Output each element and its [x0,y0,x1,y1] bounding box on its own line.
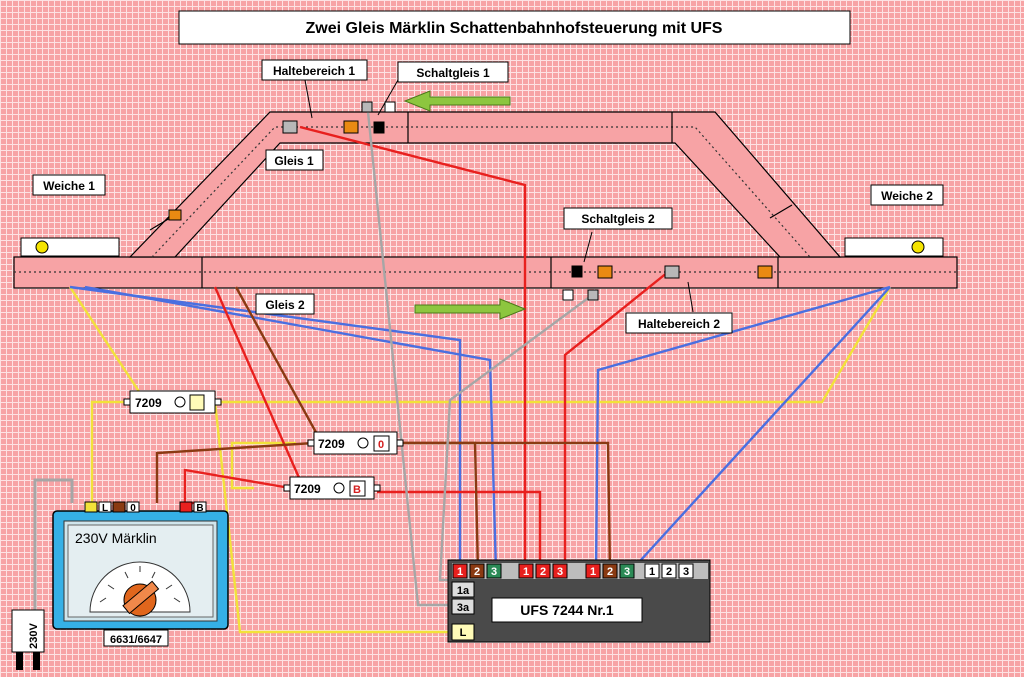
ufs-terminal: 1 [590,566,596,578]
mains-plug: 230V [11,609,45,670]
label-weiche-1-text: Weiche 1 [43,179,95,193]
label-gleis-2: Gleis 2 [255,293,315,315]
title-box: Zwei Gleis Märklin Schattenbahnhofsteuer… [178,10,851,45]
ufs-terminal: 2 [474,566,480,578]
label-haltebereich-1: Haltebereich 1 [261,59,368,81]
label-gleis-1-text: Gleis 1 [274,154,314,168]
track-layout [13,111,958,289]
label-weiche-2: Weiche 2 [870,184,944,206]
wires [33,111,892,634]
label-schaltgleis-2-text: Schaltgleis 2 [581,212,655,226]
ufs-terminal: 3 [624,566,630,578]
ufs-title: UFS 7244 Nr.1 [520,602,614,618]
signal-lamp-icon [35,240,49,254]
relay-7209-b: 7209 0 [307,431,404,455]
transformer-name: 230V Märklin [75,530,157,546]
ufs-terminal: 3 [683,566,689,578]
weiche2-drive [844,237,944,257]
label-schaltgleis-1: Schaltgleis 1 [397,61,509,83]
ufs-side-terminal: 1a [457,585,470,597]
label-pointers [304,79,694,313]
transformer-model: 6631/6647 [110,634,162,646]
label-weiche-2-text: Weiche 2 [881,189,933,203]
weiche1-drive [20,237,120,257]
label-haltebereich-1-text: Haltebereich 1 [273,64,355,78]
green-arrow-right-icon [414,298,527,320]
ufs-terminal: 3 [557,566,563,578]
ufs-terminal: 1 [523,566,529,578]
page-title: Zwei Gleis Märklin Schattenbahnhofsteuer… [306,20,723,37]
relay-number: 7209 [294,482,321,496]
transformer: 230V Märklin L 0 B 6631/6647 [52,501,229,647]
ufs-terminal: 1 [649,566,655,578]
green-arrow-left-icon [403,90,511,112]
ufs-module: 1 2 3 1 2 3 1 2 3 1 2 3 1a 3a L UFS 7244… [447,559,711,643]
terminal-b: B [196,503,203,514]
label-gleis-2-text: Gleis 2 [265,298,305,312]
ufs-side-terminal: 3a [457,602,470,614]
upper-track [128,111,842,258]
track-contacts [168,101,773,301]
terminal-0: 0 [130,503,136,514]
relay-number: 7209 [135,396,162,410]
label-schaltgleis-2: Schaltgleis 2 [563,207,673,230]
relay-indicator: B [353,484,361,496]
ufs-terminal: 2 [666,566,672,578]
plug-label: 230V [28,622,40,648]
ufs-terminal: 1 [457,566,463,578]
relay-indicator: 0 [378,439,384,451]
relay-7209-a: 7209 [123,390,222,414]
ufs-terminal: 2 [607,566,613,578]
label-gleis-1: Gleis 1 [265,149,324,171]
label-schaltgleis-1-text: Schaltgleis 1 [416,66,490,80]
terminal-l: L [102,503,108,514]
signal-lamp-icon [911,240,925,254]
label-haltebereich-2-text: Haltebereich 2 [638,317,720,331]
relay-number: 7209 [318,437,345,451]
ufs-side-terminal: L [460,627,467,639]
label-weiche-1: Weiche 1 [32,174,106,196]
ufs-terminal: 3 [491,566,497,578]
ufs-terminal: 2 [540,566,546,578]
label-haltebereich-2: Haltebereich 2 [625,312,733,334]
dial-knob-icon [89,561,191,617]
relay-7209-c: 7209 B [283,476,381,500]
